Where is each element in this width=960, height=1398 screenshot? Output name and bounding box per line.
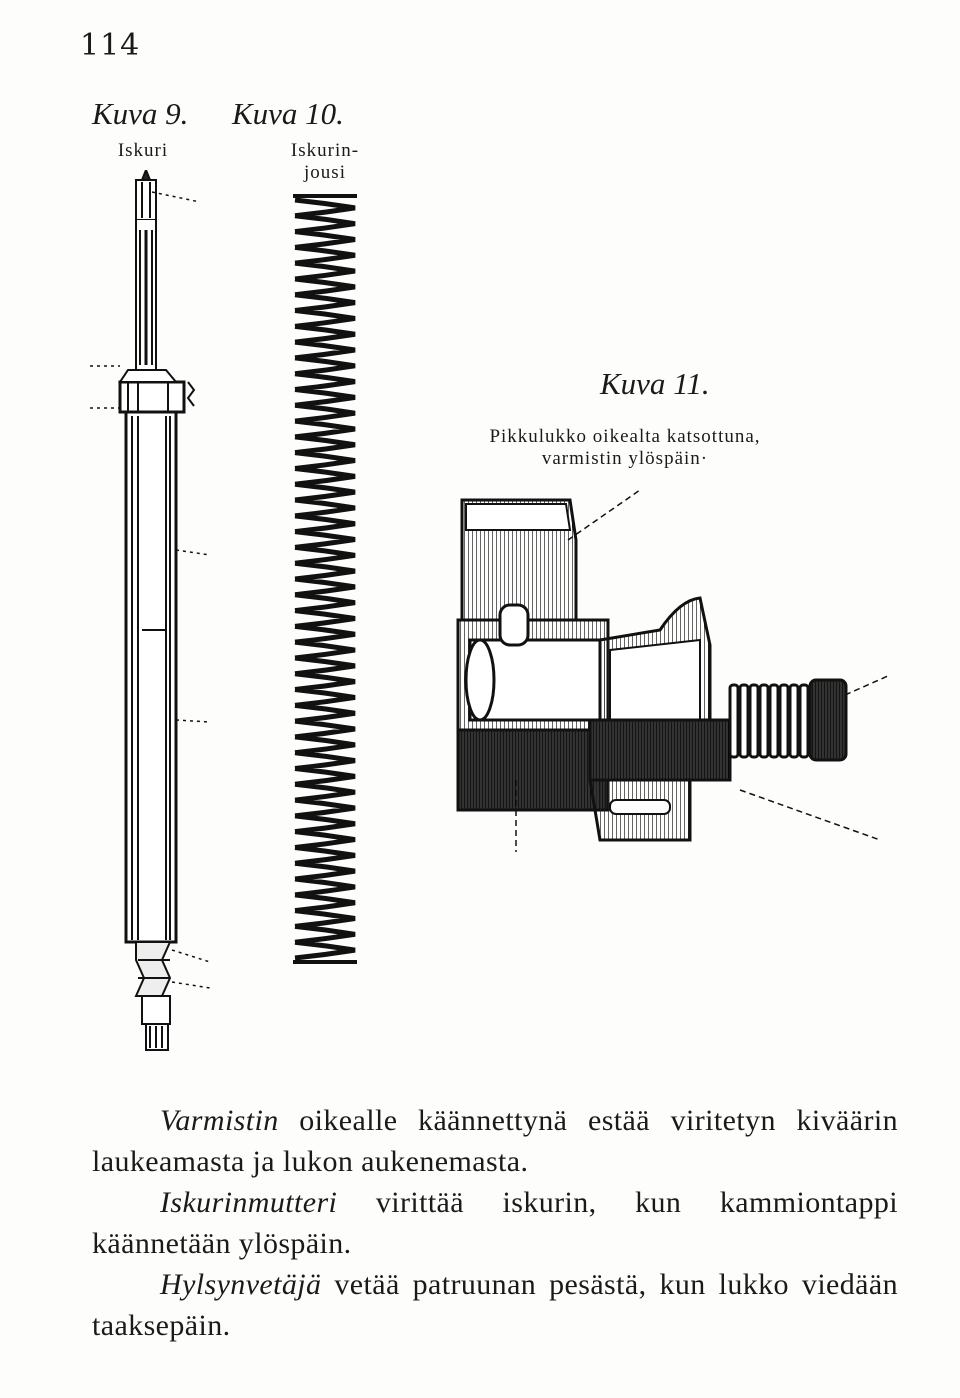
thread-rib [788,683,800,759]
paragraph-hylsynvetaja: Hylsynvetäjä vetää patruunan pesästä, ku… [92,1264,898,1346]
thread-rib [798,683,810,759]
thread-rib [768,683,780,759]
paragraph-iskurinmutteri: Iskurinmutteri virittää iskurin, kun kam… [92,1182,898,1264]
paragraph-varmistin: Varmistin oikealle käännettynä estää vir… [92,1100,898,1182]
thread-rib [748,683,760,759]
fig9-title: Kuva 9. [92,96,189,131]
page-number: 114 [80,28,141,63]
term-varmistin: Varmistin [160,1104,279,1137]
paragraph-hylsynvetaja-text: vetää patruunan pesästä, kun lukko viedä… [92,1268,898,1342]
thread-rib [758,683,770,759]
thread-rib [778,683,790,759]
paragraph-varmistin-text: oikealle käännettynä estää viritetyn kiv… [92,1104,898,1178]
fig10-title: Kuva 10. [232,96,344,131]
fig11-subtitle-line2: varmistin ylöspäin· [541,448,709,469]
fig11-subtitle-line1: Pikkulukko oikealta katsottuna, [489,426,761,447]
thread-rib [728,683,740,759]
paragraph-iskurinmutteri-text: virittää iskurin, kun kammiontappi käänn… [92,1186,898,1260]
spring-coil [294,197,356,961]
fig10-subtitle: Iskurin- jousi [290,140,360,183]
body-text: Varmistin oikealle käännettynä estää vir… [92,1100,898,1346]
fig11-subtitle: Pikkulukko oikealta katsottuna, varmisti… [435,426,815,470]
spring-illustration [293,194,357,964]
term-iskurinmutteri: Iskurinmutteri [160,1186,338,1219]
fig11-title: Kuva 11. [600,366,710,401]
firing-pin-illustration [90,170,211,1051]
fig9-subtitle: Iskuri [117,140,169,161]
bolt-head-illustration [456,489,891,852]
term-hylsynvetaja: Hylsynvetäjä [160,1268,322,1301]
thread-rib [738,683,750,759]
